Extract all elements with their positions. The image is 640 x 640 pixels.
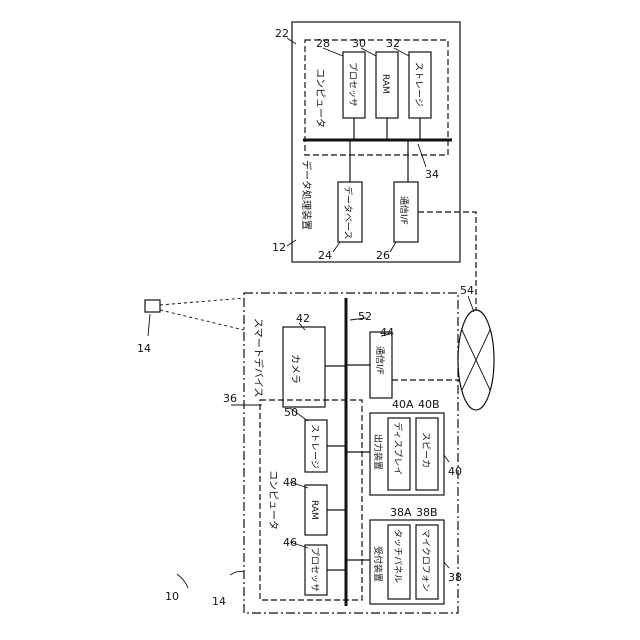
microphone-label: マイクロフォン bbox=[420, 529, 431, 592]
user-device-icon bbox=[145, 300, 160, 312]
leader-40 bbox=[444, 455, 449, 462]
storage-bottom-label: ストレージ bbox=[309, 424, 319, 469]
numeral-40B: 40B bbox=[418, 398, 440, 411]
numeral-50: 50 bbox=[284, 406, 298, 419]
leader-24 bbox=[333, 242, 340, 252]
display-label: ディスプレイ bbox=[392, 422, 404, 475]
processor-bottom-label: プロセッサ bbox=[309, 547, 320, 592]
sight-line-1 bbox=[160, 298, 244, 305]
numeral-34: 34 bbox=[425, 168, 439, 181]
numeral-38A: 38A bbox=[390, 506, 412, 519]
leader-38 bbox=[444, 562, 449, 568]
numeral-30: 30 bbox=[352, 37, 366, 50]
numeral-24: 24 bbox=[318, 249, 332, 262]
smart-device-label: スマートデバイス bbox=[252, 318, 265, 397]
processor-top-label: プロセッサ bbox=[347, 62, 358, 107]
numeral-38B: 38B bbox=[416, 506, 438, 519]
touch-panel-label: タッチパネル bbox=[392, 529, 403, 583]
leader-14-bottom bbox=[230, 571, 244, 575]
storage-top-label: ストレージ bbox=[413, 62, 423, 107]
leader-54 bbox=[468, 296, 474, 312]
computer-bottom-label: コンピュータ bbox=[267, 470, 279, 530]
leader-14-top bbox=[148, 314, 150, 336]
leader-10 bbox=[177, 574, 188, 588]
numeral-38: 38 bbox=[448, 571, 462, 584]
input-device-label: 受付装置 bbox=[372, 546, 384, 582]
numeral-22: 22 bbox=[275, 27, 289, 40]
numeral-48: 48 bbox=[283, 476, 297, 489]
numeral-52: 52 bbox=[358, 310, 372, 323]
numeral-42: 42 bbox=[296, 312, 310, 325]
leader-26 bbox=[390, 242, 396, 252]
output-device-label: 出力装置 bbox=[372, 434, 384, 470]
speaker-label: スピーカ bbox=[420, 432, 431, 468]
numeral-54: 54 bbox=[460, 284, 474, 297]
database-label: データベース bbox=[342, 186, 354, 240]
numeral-14-bottom: 14 bbox=[212, 595, 226, 608]
comm-if-bottom-label: 通信I/F bbox=[374, 346, 386, 375]
numeral-40A: 40A bbox=[392, 398, 414, 411]
computer-top-label: コンピュータ bbox=[314, 68, 326, 128]
numeral-12: 12 bbox=[272, 241, 286, 254]
numeral-46: 46 bbox=[283, 536, 297, 549]
numeral-32: 32 bbox=[386, 37, 400, 50]
ram-top-label: RAM bbox=[380, 74, 390, 94]
comm-if-top-label: 通信I/F bbox=[398, 196, 410, 225]
numeral-28: 28 bbox=[316, 37, 330, 50]
numeral-36: 36 bbox=[223, 392, 237, 405]
numeral-10: 10 bbox=[165, 590, 179, 603]
numeral-44: 44 bbox=[380, 326, 394, 339]
data-processing-device-label: データ処理装置 bbox=[300, 160, 313, 230]
ram-bottom-label: RAM bbox=[309, 500, 319, 520]
sight-line-2 bbox=[160, 310, 244, 330]
camera-label: カメラ bbox=[289, 354, 301, 384]
numeral-26: 26 bbox=[376, 249, 390, 262]
numeral-14-top: 14 bbox=[137, 342, 151, 355]
numeral-40: 40 bbox=[448, 465, 462, 478]
